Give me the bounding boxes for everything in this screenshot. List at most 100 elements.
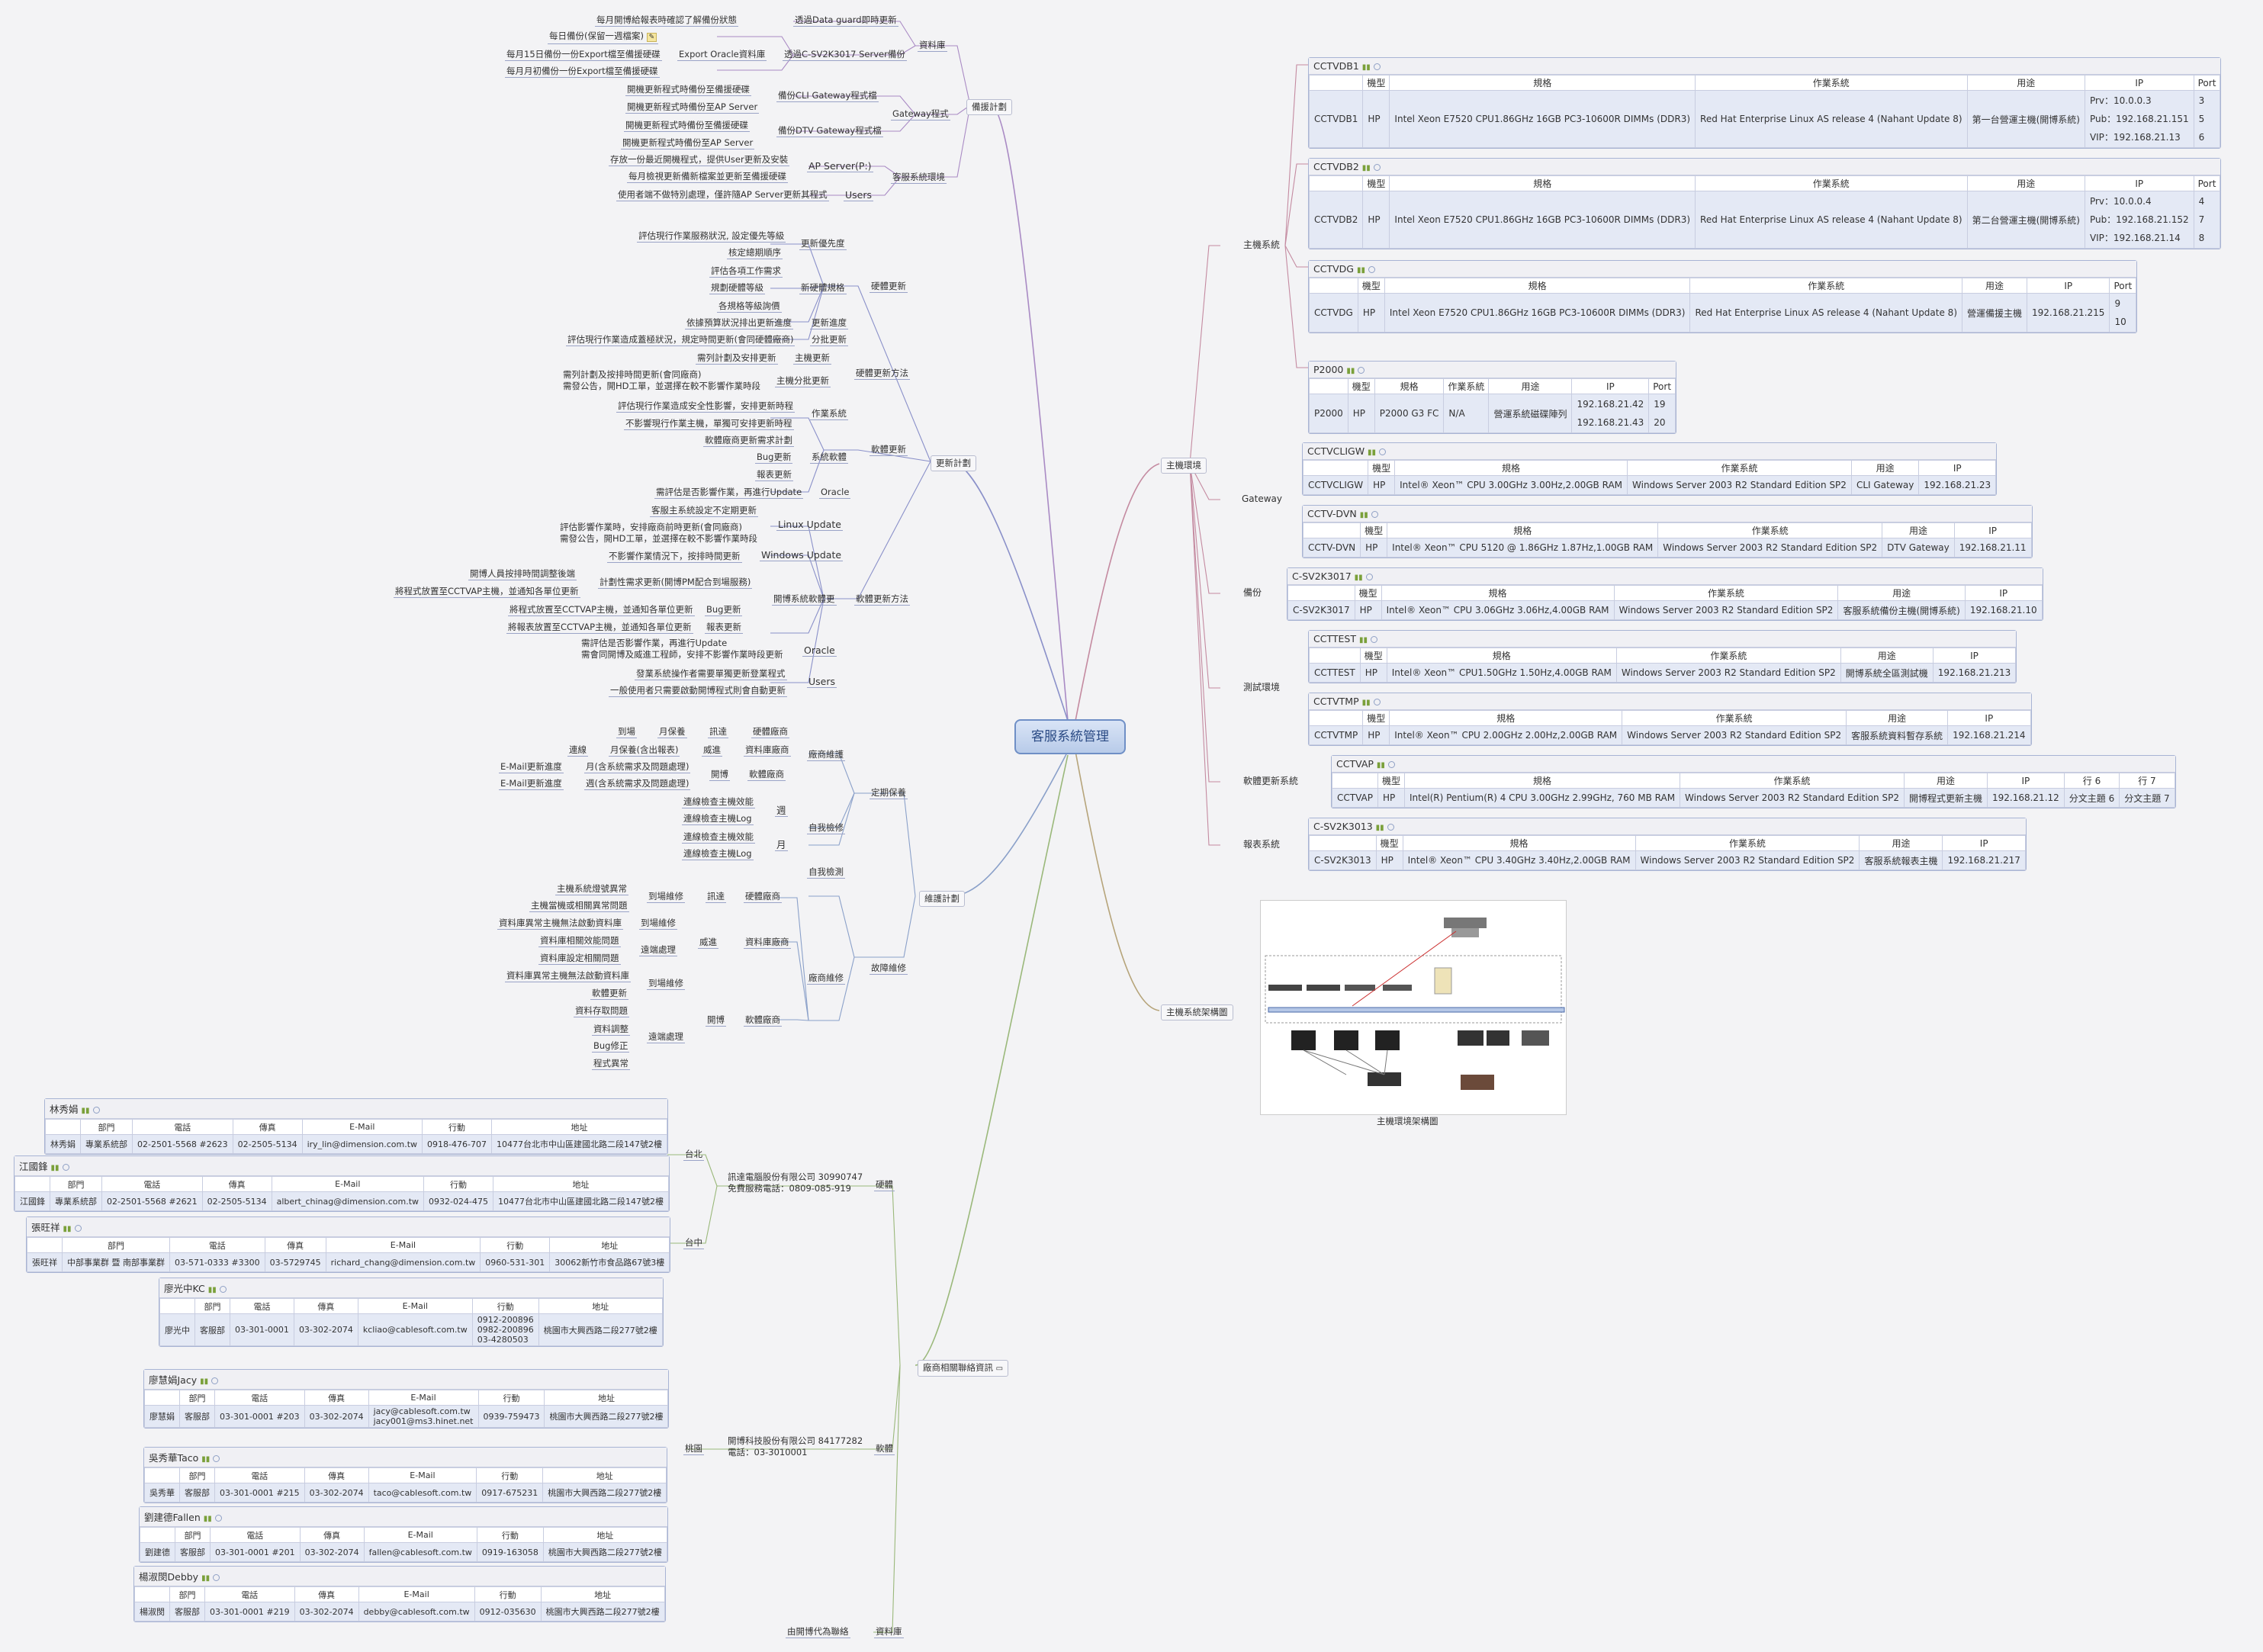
topic-windows[interactable]: Windows Update [760,549,844,561]
topic-stage[interactable]: 分批更新 [810,334,848,346]
expand-icon[interactable] [214,1515,222,1522]
contact-title[interactable]: 江國鋒 ▮▮ [14,1156,669,1176]
note-fhw4[interactable]: 主機當機或相關異常問題 [529,900,629,912]
topic-cli-backup[interactable]: 備份CLI Gateway程式檔 [776,90,879,102]
contact-title[interactable]: 劉建德Fallen ▮▮ [140,1507,667,1527]
label-hosts[interactable]: 主機系統 [1243,239,1281,250]
note-os2[interactable]: 不影響現行作業主機，單獨可安排更新時程 [624,418,794,430]
topic-oracle2[interactable]: Oracle [802,644,837,657]
topic-hw-vendor[interactable]: 硬體廠商 [751,726,789,738]
topic-sw-update[interactable]: 軟體更新 [870,444,908,456]
note-stage1[interactable]: 評估現行作業造成蓋極狀況，規定時間更新(會同硬體廠商) [566,334,796,346]
topic-maintenance[interactable]: 維護計劃 [919,891,965,907]
topic-vendor-contacts[interactable]: 廠商相關聯絡資訊 ▭ [918,1360,1009,1377]
topic-host-update[interactable]: 主機更新 [793,352,831,365]
expand-icon[interactable] [62,1164,69,1171]
contact-title[interactable]: 吳秀華Taco ▮▮ [144,1448,667,1467]
label-swupd[interactable]: 軟體更新系統 [1243,776,1299,786]
note-ap1[interactable]: 存放一份最近開機程式，提供User更新及安裝 [609,154,790,166]
note-dataguard[interactable]: 每月開博給報表時確認了解備份狀態 [595,14,738,27]
note-daily[interactable]: 每日備份(保留一週檔案) ✎ [548,31,659,44]
topic-fdb[interactable]: 資料庫廠商 [744,937,791,949]
root-topic[interactable]: 客服系統管理 [1014,719,1126,754]
note-sub[interactable]: 需列計劃及按排時間更新(會同廠商)需發公告，開HD工單，並選擇在較不影響作業時段 [563,369,761,391]
label-sw-monthly[interactable]: 月(含系統需求及問題處理) [584,761,691,773]
topic-update-plan[interactable]: 更新計劃 [931,455,976,471]
topic-architecture[interactable]: 主機系統架構圖 [1161,1004,1233,1020]
topic-hw-method[interactable]: 硬體更新方法 [854,368,910,380]
topic-os[interactable]: 作業系統 [810,408,848,420]
server-title[interactable]: CCTVDG ▮▮ [1309,261,2137,278]
topic-users-update[interactable]: Users [807,676,837,688]
server-title[interactable]: P2000 ▮▮ [1309,362,1676,378]
expand-icon[interactable] [213,1455,220,1462]
note-dtv2[interactable]: 開機更新程式時備份至AP Server [621,137,755,149]
expand-icon[interactable] [1387,761,1395,768]
note-fsw9[interactable]: 程式異常 [592,1058,630,1070]
note-plan2[interactable]: 將程式放置至CCTVAP主機，並通知各單位更新 [394,586,580,598]
label-db-contact-note[interactable]: 由開博代為聯絡 [786,1626,850,1638]
label-fdb-onsite[interactable]: 到場維修 [639,918,677,930]
note-lin1[interactable]: 客服主系統設定不定期更新 [650,505,758,517]
label-email2[interactable]: E-Mail更新進度 [499,778,564,790]
topic-db-contact[interactable]: 資料庫 [874,1626,904,1638]
note-mo1[interactable]: 連線檢查主機效能 [682,831,755,844]
note-fsw4[interactable]: 軟體更新 [590,988,628,1000]
label-db-monthly[interactable]: 月保養(含出報表) [609,744,680,757]
expand-icon[interactable] [211,1377,219,1384]
note-fdb3[interactable]: 資料庫異常主機無法啟動資料庫 [497,918,623,930]
expand-icon[interactable] [92,1107,100,1114]
expand-icon[interactable] [219,1286,227,1293]
topic-db-vendor[interactable]: 資料庫廠商 [744,744,791,757]
label-kaibo[interactable]: 開博 [709,769,730,781]
topic-sv-backup[interactable]: 透過C-SV2K3017 Server備份 [783,49,907,61]
gateway-title[interactable]: CCTV-DVN ▮▮ [1303,506,2032,522]
topic-linux[interactable]: Linux Update [776,519,843,531]
topic-backup-plan[interactable]: 備援計劃 [966,99,1012,115]
topic-host-batch[interactable]: 主機分批更新 [775,375,831,387]
topic-cs-env[interactable]: 客服系統環境 [891,172,947,184]
note-spec1[interactable]: 評估各項工作需求 [709,265,783,278]
expand-icon[interactable] [1373,699,1381,705]
topic-cs-sw[interactable]: 開博系統軟體更 [772,593,837,606]
label-taipei[interactable]: 台北 [683,1149,704,1161]
gateway-title[interactable]: CCTVCLIGW ▮▮ [1303,443,1997,460]
label-fsw-remote[interactable]: 遠端處理 [647,1031,685,1043]
note-ora1[interactable]: 需評估是否影響作業，再進行Update [654,487,804,499]
expand-icon[interactable] [213,1574,220,1581]
topic-fhw[interactable]: 硬體廠商 [744,891,782,903]
note-month-start[interactable]: 每月月初備份一份Export檔至備援硬碟 [505,66,660,78]
expand-icon[interactable] [1365,574,1373,580]
gateway-title[interactable]: CCTVTMP ▮▮ [1309,693,2031,710]
topic-oracle[interactable]: Oracle [819,487,851,499]
expand-icon[interactable] [1373,164,1381,171]
note-app1[interactable]: 軟體廠商更新需求計劃 [703,435,794,447]
expand-icon[interactable] [1371,511,1378,518]
note-spec2[interactable]: 規劃硬體等級 [709,282,765,294]
expand-icon[interactable] [1368,266,1375,273]
contact-title[interactable]: 楊淑閔Debby ▮▮ [134,1567,665,1586]
expand-icon[interactable] [1387,824,1394,831]
label-remote[interactable]: 連線 [567,744,588,757]
note-fsw5[interactable]: 資料存取問題 [574,1005,629,1017]
expand-icon[interactable] [1379,448,1387,455]
note-cli2[interactable]: 開機更新程式時備份至AP Server [625,101,760,114]
expand-icon[interactable] [1370,636,1377,643]
note-spec3[interactable]: 各規格等級詢價 [717,301,782,313]
gateway-title[interactable]: C-SV2K3017 ▮▮ [1287,568,2043,585]
topic-dtv-backup[interactable]: 備份DTV Gateway程式檔 [776,125,883,137]
topic-monthly[interactable]: 月 [775,839,788,851]
note-fdb6[interactable]: 資料庫設定相關問題 [538,953,621,965]
label-gateway[interactable]: Gateway [1242,493,1283,504]
note-wk1[interactable]: 連線檢查主機效能 [682,796,755,808]
topic-database[interactable]: 資料庫 [918,40,947,52]
label-email1[interactable]: E-Mail更新進度 [499,761,564,773]
topic-regular[interactable]: 定期保養 [870,787,908,799]
note-prio2[interactable]: 核定總期順序 [727,247,783,259]
label-backup[interactable]: 備份 [1243,587,1262,598]
note-win1[interactable]: 不影響作業情況下，按排時間更新 [607,551,742,563]
label-fsw-onsite[interactable]: 到場維修 [647,978,685,990]
topic-ap-server[interactable]: AP Server(P:) [807,160,873,172]
